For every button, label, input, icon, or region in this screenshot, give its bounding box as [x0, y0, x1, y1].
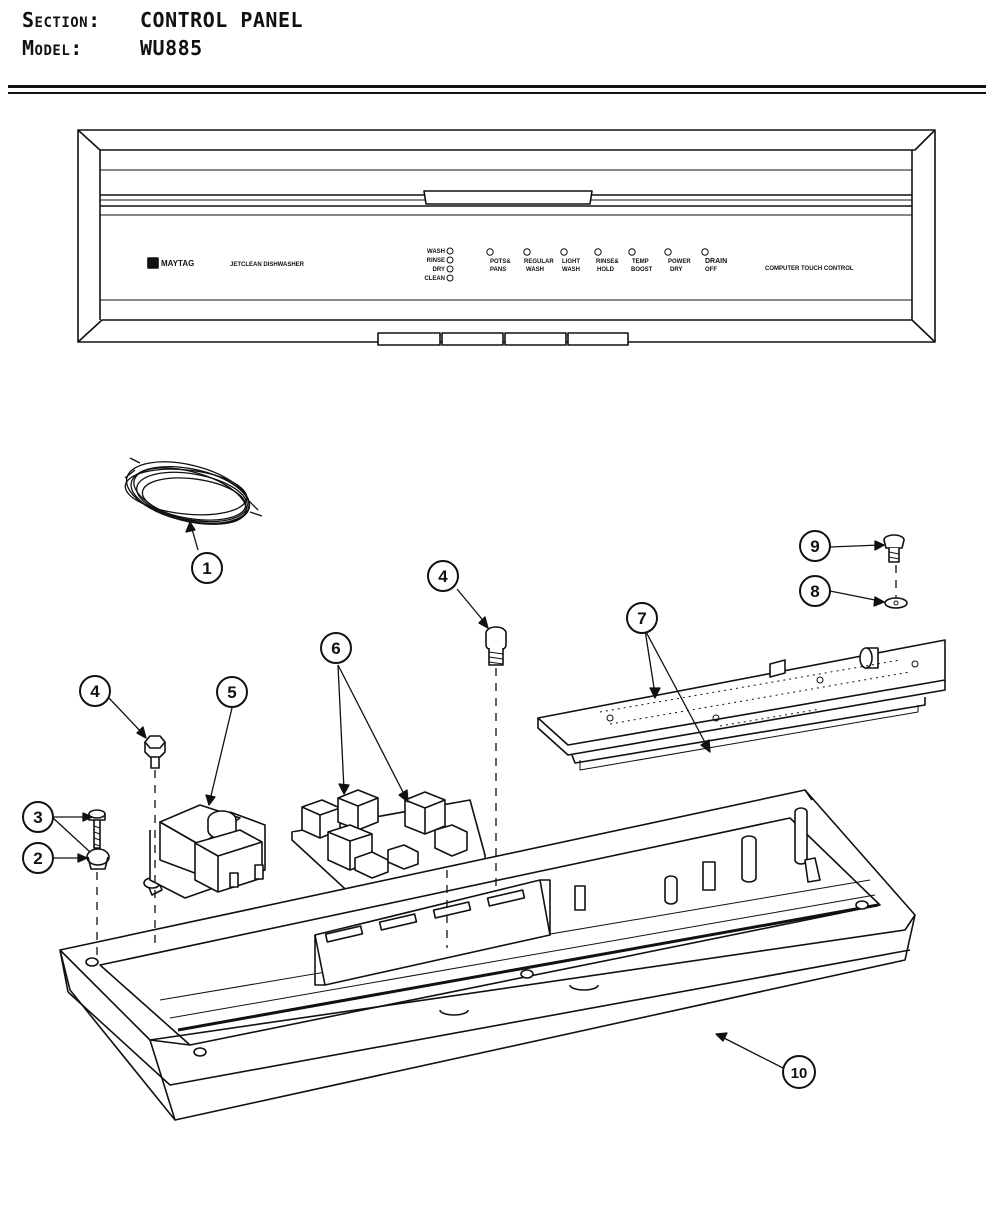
status-light-label: RINSE	[427, 258, 445, 264]
control-panel-housing-part	[59, 789, 916, 1121]
cycle-label: TEMP	[632, 259, 649, 265]
washer-part	[884, 597, 908, 609]
callout-2-circle	[22, 842, 54, 874]
relay-board-part	[291, 789, 486, 899]
callout-6-circle	[320, 632, 352, 664]
callout-number: 8	[810, 582, 819, 601]
cycle-label: HOLD	[597, 267, 615, 273]
callout-8-circle	[799, 575, 831, 607]
product-text: JETCLEAN DISHWASHER	[230, 262, 305, 268]
callout-number: 9	[810, 537, 819, 556]
circuit-board-part	[537, 639, 946, 771]
callout-number: 6	[331, 639, 340, 658]
section-value: CONTROL PANEL	[140, 8, 304, 32]
control-label: COMPUTER TOUCH CONTROL	[765, 266, 854, 272]
screw-part-right	[485, 626, 507, 666]
header-rule-thin	[8, 92, 986, 94]
cycle-label: RINSE&	[596, 259, 619, 265]
callout-circles	[22, 530, 831, 1089]
callout-number: 1	[202, 559, 211, 578]
callout-1-circle	[191, 552, 223, 584]
cycle-label: WASH	[526, 267, 544, 273]
callout-number: 5	[227, 683, 236, 702]
status-light-label: CLEAN	[424, 276, 445, 282]
cycle-label: REGULAR	[524, 259, 554, 265]
assembly-guide-lines	[96, 565, 897, 960]
callout-number: 7	[637, 609, 646, 628]
cycle-label: OFF	[705, 267, 717, 273]
callout-7-circle	[626, 602, 658, 634]
model-line: Model: WU885	[22, 34, 303, 62]
cycle-label: POWER	[668, 259, 691, 265]
cycle-label: WASH	[562, 267, 580, 273]
callout-9-circle	[799, 530, 831, 562]
wire-harness-part	[124, 457, 263, 525]
cycle-label: DRY	[670, 267, 682, 273]
callout-3-circle	[22, 801, 54, 833]
header-rule-thick	[8, 85, 986, 88]
brand-text: MAYTAG	[161, 259, 194, 268]
screw-part-left	[144, 735, 166, 769]
model-value: WU885	[140, 36, 203, 60]
callout-5-circle	[216, 676, 248, 708]
section-label: Section:	[22, 8, 101, 32]
cycle-label: PANS	[490, 267, 506, 273]
transformer-part	[143, 804, 266, 899]
status-light-label: DRY	[433, 267, 445, 273]
cycle-label: POTS&	[490, 259, 511, 265]
callout-number: 10	[791, 1065, 808, 1082]
callout-4-right-circle	[427, 560, 459, 592]
screw-and-grommet-part	[86, 809, 110, 870]
callout-10-circle	[782, 1055, 816, 1089]
cycle-label: LIGHT	[562, 259, 580, 265]
callout-number: 3	[33, 808, 42, 827]
control-panel-front-view	[77, 129, 936, 346]
screw-part-top	[883, 534, 905, 563]
callout-leaders	[51, 521, 885, 1069]
section-line: Section: CONTROL PANEL	[22, 6, 303, 34]
panel-text: MAYTAG JETCLEAN DISHWASHER WASH RINSE DR…	[161, 249, 854, 282]
callout-number: 4	[438, 567, 448, 586]
callout-4-left-circle	[79, 675, 111, 707]
cycle-label: DRAIN	[705, 258, 727, 265]
callout-number: 4	[90, 682, 100, 701]
maytag-logo-icon	[147, 257, 159, 269]
callout-number: 2	[33, 849, 42, 868]
model-label: Model:	[22, 36, 83, 60]
cycle-label: BOOST	[631, 267, 653, 273]
page-header: Section: CONTROL PANEL Model: WU885	[22, 6, 303, 62]
status-light-label: WASH	[427, 249, 445, 255]
callout-numbers: 1 3 2 4 5 6 4 7 8 9 10	[33, 537, 819, 1082]
